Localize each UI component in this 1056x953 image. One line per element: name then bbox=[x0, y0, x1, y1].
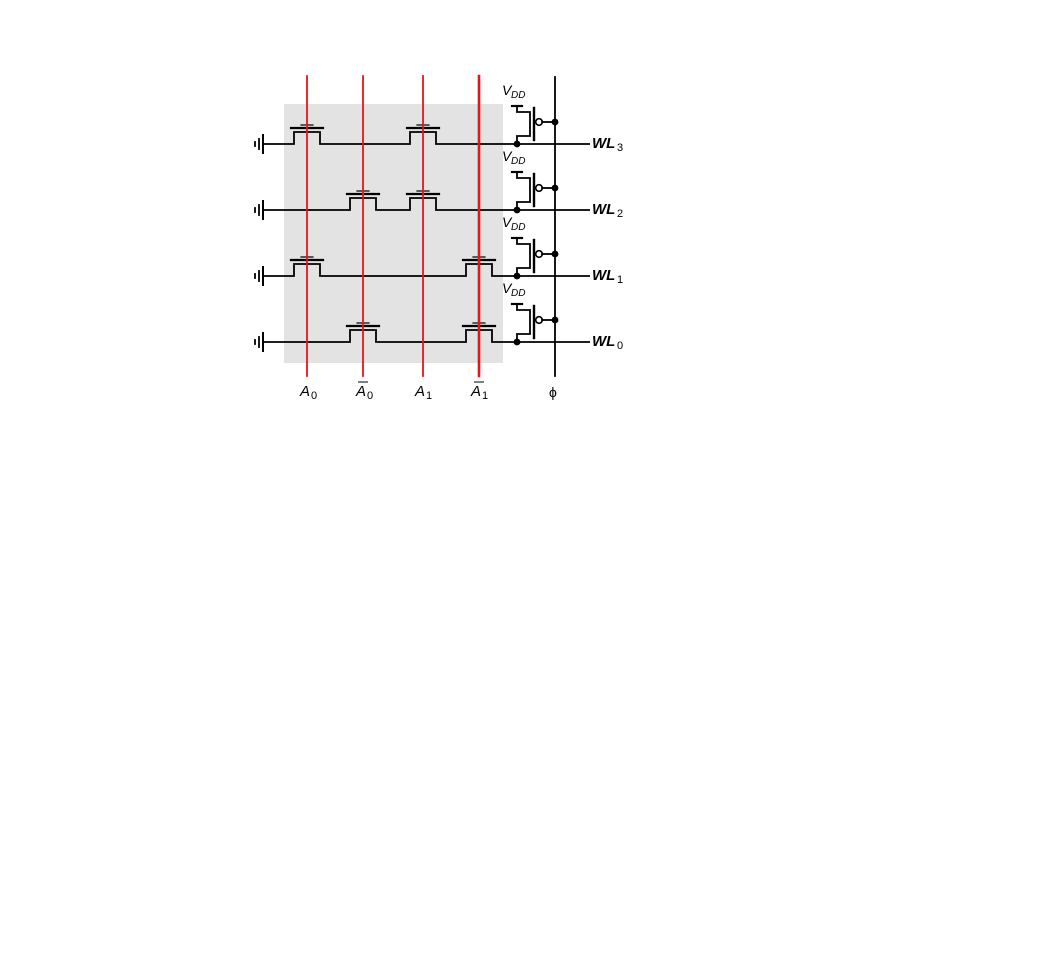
word-line-wire bbox=[263, 197, 590, 211]
svg-text:3: 3 bbox=[617, 142, 623, 154]
pmos-channel bbox=[516, 304, 531, 342]
ground-symbol bbox=[254, 134, 264, 154]
junction-dot bbox=[513, 338, 521, 346]
word-line-label-wl2: WL 2 bbox=[592, 201, 623, 220]
decoder-array-background bbox=[284, 104, 503, 363]
vdd-label: V DD bbox=[502, 280, 525, 299]
pmos-channel bbox=[516, 238, 531, 276]
word-line-label-wl0: WL 0 bbox=[592, 333, 623, 352]
svg-text:DD: DD bbox=[511, 90, 525, 101]
svg-text:1: 1 bbox=[482, 390, 488, 402]
svg-text:0: 0 bbox=[367, 390, 373, 402]
ground-symbol bbox=[254, 332, 264, 352]
svg-text:1: 1 bbox=[426, 390, 432, 402]
svg-text:0: 0 bbox=[617, 340, 623, 352]
word-line-wire bbox=[263, 131, 590, 145]
address-label-a0-bar: A 0 bbox=[355, 381, 373, 402]
svg-text:WL: WL bbox=[592, 333, 615, 350]
svg-text:1: 1 bbox=[617, 274, 623, 286]
vdd-label: V DD bbox=[502, 148, 525, 167]
svg-text:DD: DD bbox=[511, 288, 525, 299]
pmos-precharge-transistor bbox=[510, 170, 556, 210]
svg-text:A: A bbox=[470, 383, 481, 400]
word-line-wire bbox=[263, 329, 590, 343]
pmos-precharge-transistor bbox=[510, 236, 556, 276]
svg-text:A: A bbox=[355, 383, 366, 400]
svg-text:WL: WL bbox=[592, 201, 615, 218]
junction-dot bbox=[513, 140, 521, 148]
word-line-label-wl1: WL 1 bbox=[592, 267, 623, 286]
vdd-label: V DD bbox=[502, 82, 525, 101]
word-line-label-wl3: WL 3 bbox=[592, 135, 623, 154]
svg-text:V: V bbox=[502, 82, 513, 98]
svg-text:WL: WL bbox=[592, 135, 615, 152]
junction-dot bbox=[513, 206, 521, 214]
pmos-precharge-transistor bbox=[510, 104, 556, 144]
junction-dot bbox=[551, 316, 559, 324]
junction-dot bbox=[513, 272, 521, 280]
pmos-channel bbox=[516, 172, 531, 210]
junction-dots-layer bbox=[513, 118, 559, 346]
svg-text:2: 2 bbox=[617, 208, 623, 220]
address-lines-layer bbox=[306, 74, 481, 378]
pmos-channel bbox=[516, 106, 531, 144]
vdd-label: V DD bbox=[502, 214, 525, 233]
pmos-precharge-transistor bbox=[510, 302, 556, 342]
svg-text:DD: DD bbox=[511, 222, 525, 233]
svg-text:V: V bbox=[502, 148, 513, 164]
junction-dot bbox=[551, 184, 559, 192]
ground-symbol bbox=[254, 266, 264, 286]
svg-text:DD: DD bbox=[511, 156, 525, 167]
svg-text:V: V bbox=[502, 280, 513, 296]
svg-text:A: A bbox=[414, 383, 425, 400]
word-line-wire bbox=[263, 263, 590, 277]
svg-text:V: V bbox=[502, 214, 513, 230]
address-label-a1: A 1 bbox=[414, 383, 432, 402]
address-label-a1-bar: A 1 bbox=[470, 381, 488, 402]
junction-dot bbox=[551, 118, 559, 126]
svg-text:WL: WL bbox=[592, 267, 615, 284]
svg-text:0: 0 bbox=[311, 390, 317, 402]
svg-text:A: A bbox=[299, 383, 310, 400]
clock-label: ϕ bbox=[549, 384, 557, 400]
ground-symbol bbox=[254, 200, 264, 220]
address-label-a0: A 0 bbox=[299, 383, 317, 402]
junction-dot bbox=[551, 250, 559, 258]
